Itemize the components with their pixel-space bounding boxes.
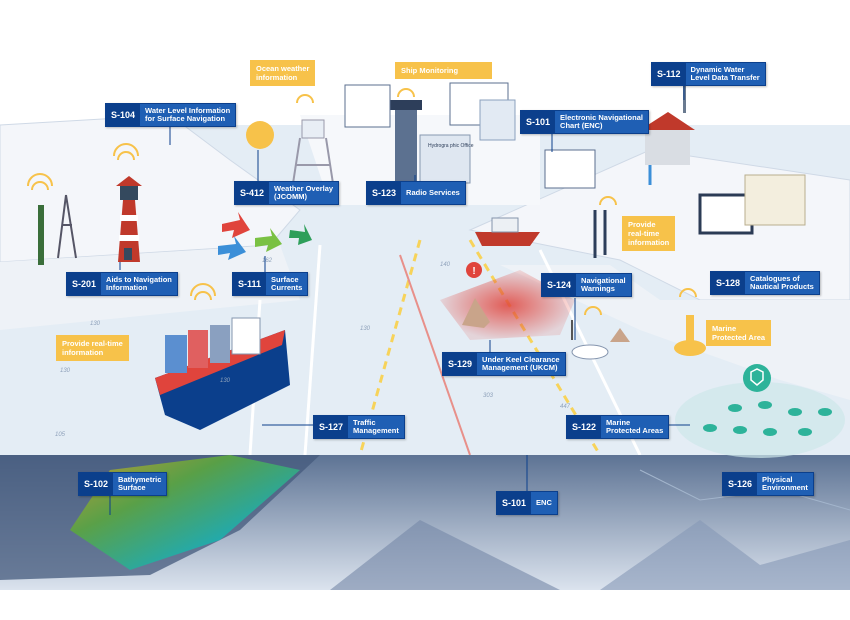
small-boat-icon [571,344,609,360]
label-code: S-201 [67,273,102,295]
label-code: S-123 [367,182,402,204]
label-text: Navigational Warnings [576,274,631,296]
label-text: Electronic Navigational Chart (ENC) [555,111,648,133]
current-arrow-blue [218,236,246,260]
current-arrow-teal [289,224,312,245]
label-code: S-101 [521,111,556,133]
label-code: S-122 [567,416,602,438]
note-provide-realtime-left: Provide real-time information [56,335,129,361]
label-text: Catalogues of Nautical Products [745,272,819,294]
label-s111: S-111 Surface Currents [232,272,309,296]
shield-icon [743,364,771,392]
label-code: S-129 [443,353,478,375]
label-code: S-128 [711,272,746,294]
label-text: Traffic Management [348,416,404,438]
depth-label: 447 [560,404,571,410]
label-text: Bathymetric Surface [113,473,167,495]
wifi-signal-icons [27,88,697,316]
channel-line-2 [303,244,322,456]
label-code: S-126 [723,473,758,495]
depth-label: 162 [262,258,273,264]
rock-icon [462,298,490,328]
label-s201: S-201 Aids to Navigation Information [66,272,178,296]
label-text: Marine Protected Areas [601,416,669,438]
label-s101-top: S-101 Electronic Navigational Chart (ENC… [520,110,649,134]
label-s123: S-123 Radio Services [366,181,466,205]
hydrographic-office-sign: Hydrogra phic Office [428,143,474,149]
current-arrow-green [255,228,282,252]
depth-label: 130 [360,326,371,332]
buoy-icon [674,340,706,356]
current-arrow-red [222,212,250,238]
svg-text:!: ! [472,266,475,277]
label-code: S-124 [542,274,577,296]
label-text: Water Level Information for Surface Navi… [140,104,236,126]
weather-station-icon [246,119,335,191]
leader-lines [109,83,690,515]
label-text: Surface Currents [266,273,308,295]
ecdis-display [544,149,596,189]
container-ship-icon [155,317,290,430]
label-text: Physical Environment [757,473,813,495]
protected-area-zone [675,382,845,458]
warning-marker-icon [466,262,482,278]
label-s104: S-104 Water Level Information for Surfac… [105,103,237,127]
catalogue-chart-tablet [698,193,754,235]
label-s126: S-126 Physical Environment [722,472,814,496]
label-code: S-111 [233,273,267,295]
depth-label: 140 [440,262,451,268]
paper-chart-roll [744,174,806,226]
depth-label: 130 [90,321,101,327]
note-ship-monitoring: Ship Monitoring [395,62,492,79]
label-s127: S-127 Traffic Management [313,415,405,439]
label-text: Aids to Navigation Information [101,273,177,295]
label-text: ENC [531,492,557,514]
label-s128: S-128 Catalogues of Nautical Products [710,271,820,295]
depth-label: 105 [55,432,66,438]
protected-area-buoys [703,401,832,436]
tide-gauge-house-icon [640,85,695,185]
fairway-red [399,254,471,456]
label-s412: S-412 Weather Overlay (JCOMM) [234,181,340,205]
label-s112: S-112 Dynamic Water Level Data Transfer [651,62,766,86]
depth-label: 130 [60,368,71,374]
label-code: S-102 [79,473,114,495]
label-s122: S-122 Marine Protected Areas [566,415,670,439]
lighthouse-icon [116,176,142,262]
label-code: S-127 [314,416,349,438]
label-s102: S-102 Bathymetric Surface [78,472,168,496]
label-s101-bottom: S-101 ENC [496,491,558,515]
label-text: Under Keel Clearance Management (UKCM) [477,353,565,375]
label-s124: S-124 Navigational Warnings [541,273,632,297]
label-code: S-112 [652,63,686,85]
label-code: S-412 [235,182,270,204]
patrol-boat-icon [475,217,540,246]
aton-tower-icon [38,194,77,265]
note-provide-realtime-right: Provide real-time information [622,216,676,251]
note-ocean-weather: Ocean weather information [250,60,316,86]
depth-label: 303 [483,393,494,399]
depth-label: 130 [220,378,231,384]
label-s129: S-129 Under Keel Clearance Management (U… [442,352,566,376]
monitor-screen-left [344,84,391,128]
label-code: S-101 [497,492,532,514]
label-text: Radio Services [401,182,465,204]
note-marine-protected-area: Marine Protected Area [706,320,772,346]
label-code: S-104 [106,104,141,126]
label-text: Dynamic Water Level Data Transfer [685,63,765,85]
label-text: Weather Overlay (JCOMM) [269,182,339,204]
